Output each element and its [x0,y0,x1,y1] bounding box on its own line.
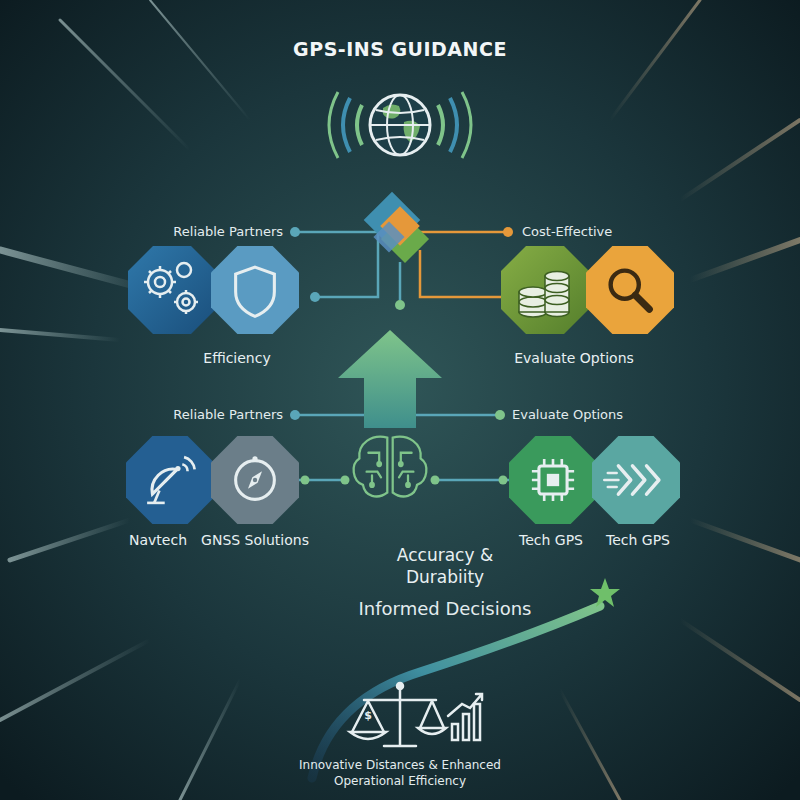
diagram-caption: Innovative Distances & Enhanced Operatio… [290,758,510,789]
connector-line [431,476,510,485]
node-shape [586,246,674,334]
node-shape [126,436,214,524]
node-shape [509,436,597,524]
annotation-label: Reliable Partners [173,224,283,239]
node-label: Tech GPS [519,532,583,548]
annotation-label: Cost-Effective [522,224,612,239]
node-label: Navtech [129,532,187,548]
currency-symbol: $ [362,709,374,722]
node-shape [345,430,435,502]
connector-line [299,476,350,485]
node-shape [211,246,299,334]
annotation-label: Informed Decisions [325,598,565,619]
navtech-octagon: Navtech [126,436,214,524]
options-octagon: Evaluate Options [586,246,674,334]
node-label: GNSS Solutions [201,532,309,548]
diagram-title: GPS-INS GUIDANCE [0,38,800,60]
node-shape [592,436,680,524]
techgps-octagon: Tech GPS [509,436,597,524]
gnss-octagon: GNSS Solutions [211,436,299,524]
brain-icon: Accuracy & Durabiity [345,430,435,502]
node-label: Efficiency [203,350,270,366]
node-caption: Accuracy & Durabiity [383,544,507,588]
techgps-octagon: Tech GPS [592,436,680,524]
node-label: Tech GPS [606,532,670,548]
annotation-label: Reliable Partners [173,407,283,422]
node-label: Evaluate Options [514,350,634,366]
annotation-label: Evaluate Options [512,407,623,422]
node-shape [211,436,299,524]
efficiency-octagon: Efficiency [211,246,299,334]
